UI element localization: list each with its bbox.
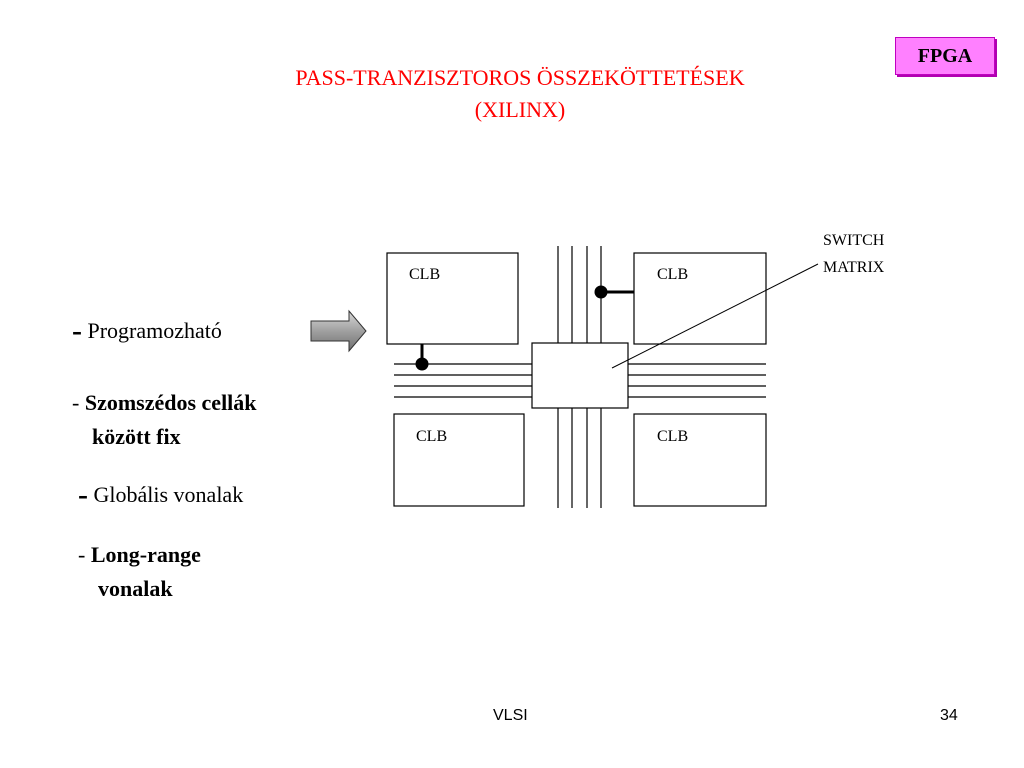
bullet-dash: - <box>78 542 86 567</box>
title-line-2: (XILINX) <box>474 97 566 122</box>
bullet-programozhato: - Programozható <box>72 314 222 348</box>
clb-block-top-right <box>633 252 767 345</box>
clb-label-top-left: CLB <box>409 266 440 283</box>
clb-label-bottom-right: CLB <box>657 428 688 445</box>
footer-title: VLSI <box>493 707 528 724</box>
clb-block-bottom-right <box>633 413 767 507</box>
bullet-text-line-1: Szomszédos cellák <box>84 390 257 415</box>
bullet-text: Globális vonalak <box>93 482 244 507</box>
bullet-dash: - <box>72 390 80 415</box>
title-line-1: PASS-TRANZISZTOROS ÖSSZEKÖTTETÉSEK <box>295 65 745 90</box>
clb-label-bottom-left: CLB <box>416 428 447 445</box>
bullet-text-line-2: vonalak <box>98 576 173 601</box>
bullet-text-line-2: között fix <box>92 424 181 449</box>
clb-label-top-right: CLB <box>657 266 688 283</box>
fpga-badge: FPGA <box>895 37 995 75</box>
bullet-text: Programozható <box>87 318 222 343</box>
switch-matrix-label-line-2: MATRIX <box>823 259 885 276</box>
switch-matrix-leader-line <box>611 263 819 369</box>
page-number: 34 <box>940 707 958 724</box>
switch-matrix-box <box>531 342 629 409</box>
bullet-szomszedos: - Szomszédos cellák között fix <box>72 386 257 454</box>
connection-dot <box>415 357 429 371</box>
clb-block-top-left <box>386 252 519 345</box>
bullet-dash: - <box>78 478 88 511</box>
bullet-text-line-1: Long-range <box>90 542 201 567</box>
connection-dot <box>594 285 608 299</box>
clb-block-bottom-left <box>393 413 525 507</box>
bullet-dash: - <box>72 314 82 347</box>
pointer-arrow <box>310 309 367 353</box>
slide-title: PASS-TRANZISZTOROS ÖSSZEKÖTTETÉSEK (XILI… <box>120 62 920 126</box>
bullet-long-range: - Long-range vonalak <box>78 538 201 606</box>
switch-matrix-label-line-1: SWITCH <box>823 232 885 249</box>
bullet-globalis: - Globális vonalak <box>78 478 243 512</box>
